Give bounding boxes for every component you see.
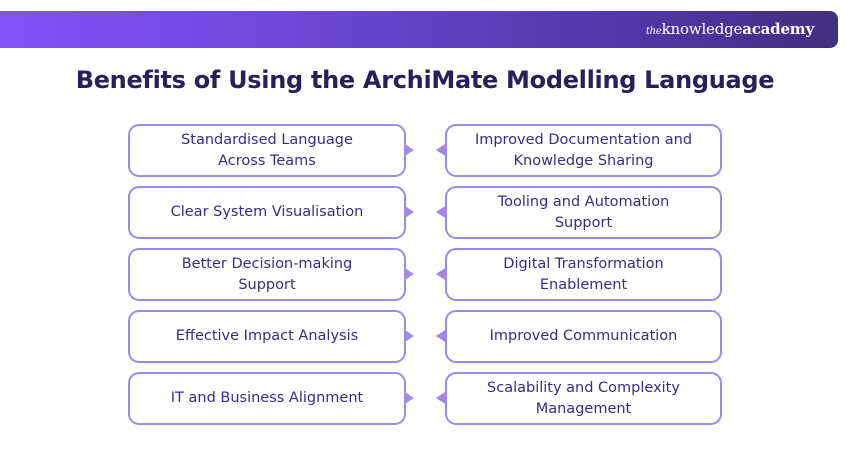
logo-the: the [645,26,662,37]
arrow-right-icon [405,268,414,280]
benefit-label: Improved Documentation and Knowledge Sha… [474,131,693,169]
brand-logo: theknowledgeacademy [646,20,814,38]
benefit-label: Clear System Visualisation [170,204,364,220]
benefit-label: Scalability and Complexity Management [487,379,680,417]
benefit-label: Digital Transformation Enablement [503,255,664,293]
benefit-box-right-1: Improved Documentation and Knowledge Sha… [445,124,722,177]
arrow-right-icon [405,206,414,218]
benefit-label: Tooling and Automation Support [497,193,670,231]
benefit-box-right-4: Improved Communication [445,310,722,363]
arrow-right-icon [405,392,414,404]
arrow-left-icon [436,392,445,404]
benefit-label: Standardised Language Across Teams [181,131,353,169]
logo-knowledge: knowledge [661,20,743,38]
benefit-box-right-3: Digital Transformation Enablement [445,248,722,301]
benefit-label: Improved Communication [489,328,678,344]
arrow-left-icon [436,144,445,156]
benefit-box-left-3: Better Decision-making Support [128,248,406,301]
benefit-box-left-1: Standardised Language Across Teams [128,124,406,177]
header-banner: theknowledgeacademy [0,11,838,48]
arrow-left-icon [436,330,445,342]
page-title: Benefits of Using the ArchiMate Modellin… [75,66,775,94]
benefit-label: Effective Impact Analysis [175,328,359,344]
benefit-box-left-5: IT and Business Alignment [128,372,406,425]
benefit-label: Better Decision-making Support [181,255,353,293]
benefit-box-right-2: Tooling and Automation Support [445,186,722,239]
benefit-label: IT and Business Alignment [170,390,364,406]
arrow-left-icon [436,206,445,218]
logo-academy: academy [742,20,814,38]
arrow-right-icon [405,330,414,342]
arrow-left-icon [436,268,445,280]
benefit-box-right-5: Scalability and Complexity Management [445,372,722,425]
benefit-box-left-4: Effective Impact Analysis [128,310,406,363]
benefit-box-left-2: Clear System Visualisation [128,186,406,239]
arrow-right-icon [405,144,414,156]
